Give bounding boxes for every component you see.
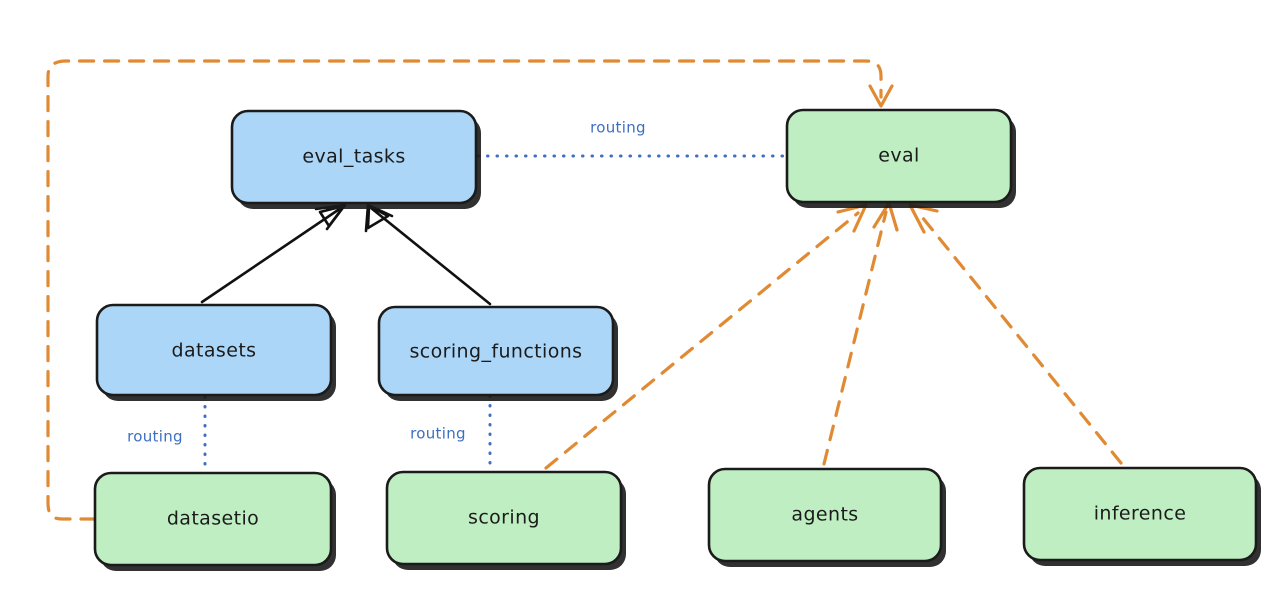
edge-datasetio-to-eval	[46, 59, 894, 521]
edge-scoring_functions-to-eval_tasks-path	[369, 206, 492, 306]
node-eval_tasks-label: eval_tasks	[302, 146, 405, 168]
node-inference-label: inference	[1094, 503, 1187, 525]
edge-datasets-to-eval_tasks-path	[200, 206, 343, 304]
edge-agents-to-eval-path	[822, 210, 888, 466]
node-datasetio-body	[93, 471, 333, 567]
edge-inference-to-eval	[908, 203, 1123, 465]
edge-scoring-to-eval-path	[544, 211, 860, 470]
edge-scoring_functions-to-eval_tasks-arrowfill	[366, 204, 390, 230]
node-datasets-label: datasets	[172, 340, 257, 362]
node-datasets-body	[95, 303, 333, 397]
node-eval_tasks-body	[230, 109, 478, 205]
edge-inference-to-eval-path	[916, 210, 1123, 465]
node-agents-body	[707, 467, 943, 563]
node-agents-label: agents	[791, 504, 858, 526]
edge-label-datasets-to-datasetio: routing	[127, 428, 183, 446]
node-inference[interactable]: inference	[1022, 466, 1261, 566]
node-agents[interactable]: agents	[707, 467, 946, 567]
node-scoring_functions-label: scoring_functions	[410, 341, 583, 363]
node-eval_tasks[interactable]: eval_tasks	[230, 109, 481, 209]
edge-datasetio-to-eval-arrowhead	[868, 84, 894, 108]
node-scoring[interactable]: scoring	[385, 470, 626, 570]
node-eval-body	[785, 108, 1013, 204]
edge-datasets-to-eval_tasks	[200, 203, 347, 304]
edge-datasetio-to-eval-path	[46, 59, 883, 521]
node-scoring_functions[interactable]: scoring_functions	[377, 305, 618, 401]
node-eval-label: eval	[878, 145, 919, 167]
edge-label-eval_tasks-to-eval: routing	[590, 119, 646, 137]
node-eval[interactable]: eval	[785, 108, 1016, 208]
node-datasetio[interactable]: datasetio	[93, 471, 336, 571]
node-datasets[interactable]: datasets	[95, 303, 336, 401]
node-scoring-label: scoring	[468, 507, 540, 529]
edge-scoring_functions-to-eval_tasks	[364, 203, 492, 306]
edge-label-scoring_functions-to-scoring: routing	[410, 425, 466, 443]
node-scoring-body	[385, 470, 623, 566]
edge-agents-to-eval	[822, 201, 899, 466]
node-scoring_functions-body	[377, 305, 615, 397]
node-inference-body	[1022, 466, 1258, 562]
node-datasetio-label: datasetio	[167, 508, 259, 530]
